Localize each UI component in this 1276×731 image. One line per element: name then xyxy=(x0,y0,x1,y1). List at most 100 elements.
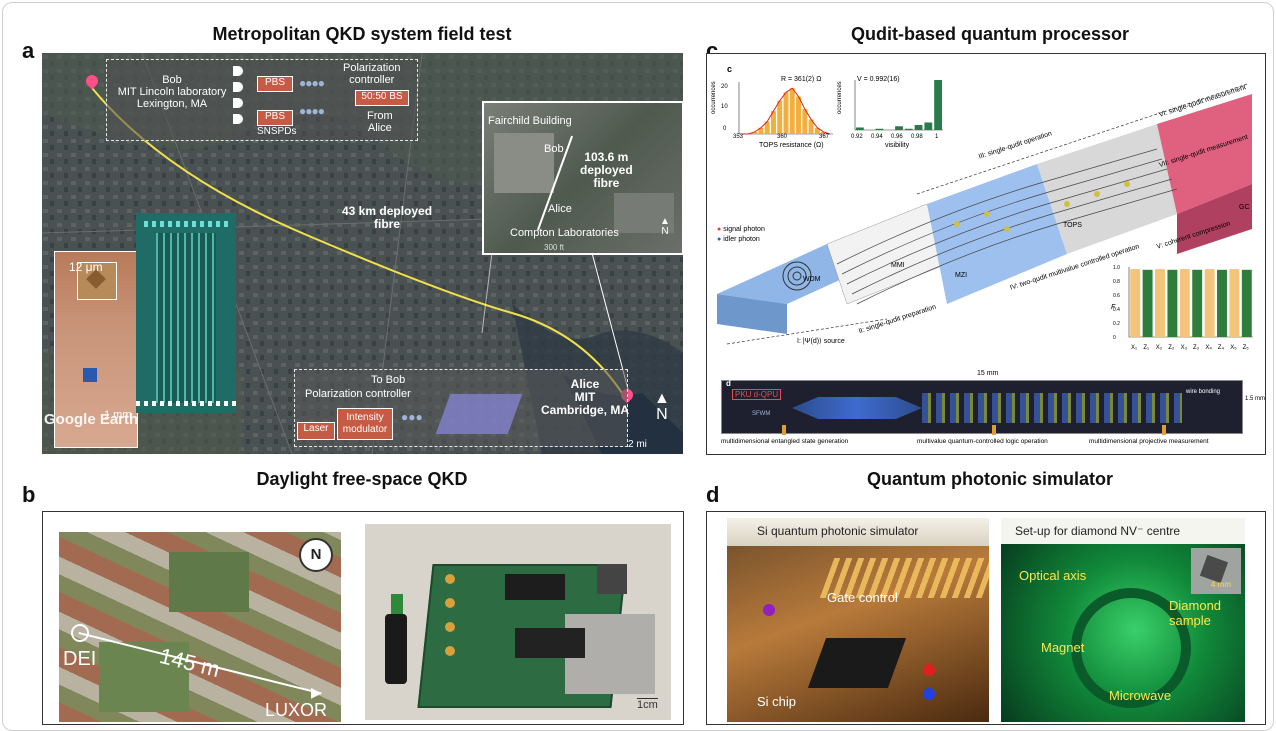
panel-d-frame: Si quantum photonic simulator Gate contr… xyxy=(706,511,1266,725)
chart-bar xyxy=(758,127,764,134)
hist2-xtick-1: 0.92 xyxy=(851,134,863,140)
hist2-xlabel: visibility xyxy=(885,142,910,149)
chart-bar xyxy=(796,96,802,134)
chart-bar xyxy=(875,128,884,130)
inset-fibre-3: fibre xyxy=(593,176,620,190)
modulator-chip-icon xyxy=(435,394,523,434)
intensity-label-1: Intensity xyxy=(346,412,384,423)
stage-1-label: I: |Ψ(d)⟩ source xyxy=(797,338,845,345)
hist2-xtick-5: 1 xyxy=(935,134,939,140)
chart-bar xyxy=(1142,269,1153,337)
chart-bar xyxy=(1130,269,1141,337)
blue-photon-icon xyxy=(923,688,935,700)
magnet-label: Magnet xyxy=(1041,640,1085,655)
signal-legend: signal photon xyxy=(723,226,765,233)
pc-bottom-label: Polarization controller xyxy=(305,388,411,400)
sfwm-label: SFWM xyxy=(752,411,771,417)
chip-on-finger xyxy=(83,368,97,382)
hist1-annotation: R = 361(2) Ω xyxy=(781,76,822,83)
idler-legend: idler photon xyxy=(723,236,760,243)
si-chip-label: Si chip xyxy=(757,694,797,709)
chart-bar xyxy=(1179,269,1190,337)
hist1-xtick-1: 353 xyxy=(733,134,744,140)
processor-schematic xyxy=(717,83,1252,345)
chart-bar xyxy=(777,100,783,134)
chart-bar xyxy=(783,92,789,134)
fidelity-ylabel: F xyxy=(1111,304,1116,311)
hist1-ytick-1: 0 xyxy=(723,126,727,132)
panel-c-title: Qudit-based quantum processor xyxy=(850,24,1130,44)
chart-bar xyxy=(1192,269,1203,337)
panel-b-frame: ▶ DEI 145 m LUXOR N 1cm xyxy=(42,511,684,725)
fidelity-xtick: X₄ xyxy=(1205,345,1212,351)
luxor-label: LUXOR xyxy=(265,700,328,720)
chart-bar xyxy=(752,131,758,134)
chart-bar xyxy=(934,80,943,130)
inset-alice-label: Alice xyxy=(548,203,572,215)
nv-setup-header: Set-up for diamond NV⁻ centre xyxy=(1015,524,1181,538)
board-scale-label: 1cm xyxy=(637,698,658,711)
hist1-xtick-3: 367 xyxy=(819,134,830,140)
pbs-top-label: PBS xyxy=(257,76,293,92)
optical-axis-label: Optical axis xyxy=(1019,568,1087,583)
compton-label: Compton Laboratories xyxy=(510,227,619,239)
alice-label: Alice xyxy=(570,377,600,391)
hist2-xtick-2: 0.94 xyxy=(871,134,883,140)
diamond-label: Diamond xyxy=(1169,598,1222,613)
visibility-histogram-plot xyxy=(854,80,943,131)
inset-fibre-2: deployed xyxy=(580,163,633,177)
chart-bar xyxy=(814,127,820,134)
subpanel-c-label: c xyxy=(727,64,733,74)
si-simulator-photo: Si quantum photonic simulator Gate contr… xyxy=(727,518,989,722)
fidelity-xtick: X₁ xyxy=(1131,345,1137,351)
chart-bar xyxy=(1241,269,1252,337)
fiber-coil-icons: ●●●●●●●● xyxy=(299,76,325,118)
map-scale-label: 2 mi xyxy=(628,439,647,450)
chart-bar xyxy=(821,131,827,134)
panel-c-frame: c R = 361(2) Ω TOPS resistance (Ω) occur xyxy=(706,53,1266,455)
panel-b-title: Daylight free-space QKD xyxy=(256,469,468,489)
dqpu-label: PKU d-QPU xyxy=(732,389,782,400)
google-earth-logo: Google Earth xyxy=(44,411,139,428)
fidelity-xtick: Z₃ xyxy=(1193,345,1200,351)
fiber-length-label: 43 km deployed xyxy=(342,204,433,218)
fidelity-ytick: 0.2 xyxy=(1113,321,1120,327)
chart-axis xyxy=(738,82,833,135)
hist1-ytick-3: 20 xyxy=(721,84,728,90)
chart-bar xyxy=(770,111,776,134)
chip-height-label: 1.5 mm xyxy=(1245,396,1266,402)
chart-bar xyxy=(1155,269,1165,337)
tops-label: TOPS xyxy=(1063,222,1082,229)
alice-setup-box: To Bob Polarization controller Laser Int… xyxy=(294,369,629,447)
red-photon-icon xyxy=(923,664,935,676)
fidelity-ytick: 0.6 xyxy=(1113,293,1120,299)
hist1-ytick-2: 10 xyxy=(721,104,728,110)
chart-bar xyxy=(1204,269,1215,337)
chart-bar xyxy=(1217,269,1227,337)
hist1-ylabel: occurrences xyxy=(711,81,717,114)
resistance-histogram-plot xyxy=(738,82,833,135)
fidelity-ytick: 0 xyxy=(1113,335,1116,341)
north-arrow-icon: ▲ xyxy=(654,390,670,407)
north-label: N xyxy=(656,406,668,423)
chart-bar xyxy=(1167,269,1178,337)
resistance-histogram xyxy=(727,74,837,144)
chip-um-scale: 12 μm xyxy=(69,260,103,274)
caption-measurement: multidimensional projective measurement xyxy=(1089,438,1209,445)
caption-entangled: multidimensional entangled state generat… xyxy=(721,438,849,445)
gate-control-label: Gate control xyxy=(827,590,898,605)
sample-label: sample xyxy=(1169,613,1211,628)
intensity-label-2: modulator xyxy=(342,424,388,435)
bob-setup-box: Bob MIT Lincoln laboratory Lexington, MA… xyxy=(106,59,418,141)
fidelity-xtick: X₅ xyxy=(1230,345,1237,351)
fidelity-xtick: Z₅ xyxy=(1243,345,1250,351)
from-alice-2: Alice xyxy=(367,122,392,134)
aerial-map: ▶ DEI 145 m LUXOR N xyxy=(59,532,341,722)
inset-scale: 300 ft xyxy=(544,243,565,252)
wire-bonding-label: wire bonding xyxy=(1186,389,1221,395)
chart-bar xyxy=(789,88,795,134)
panel-d-letter: d xyxy=(706,482,720,507)
chart-bar xyxy=(764,121,770,134)
diamond-sample-inset: 4 mm xyxy=(1191,548,1241,594)
diamond-scale-label: 4 mm xyxy=(1211,580,1231,589)
